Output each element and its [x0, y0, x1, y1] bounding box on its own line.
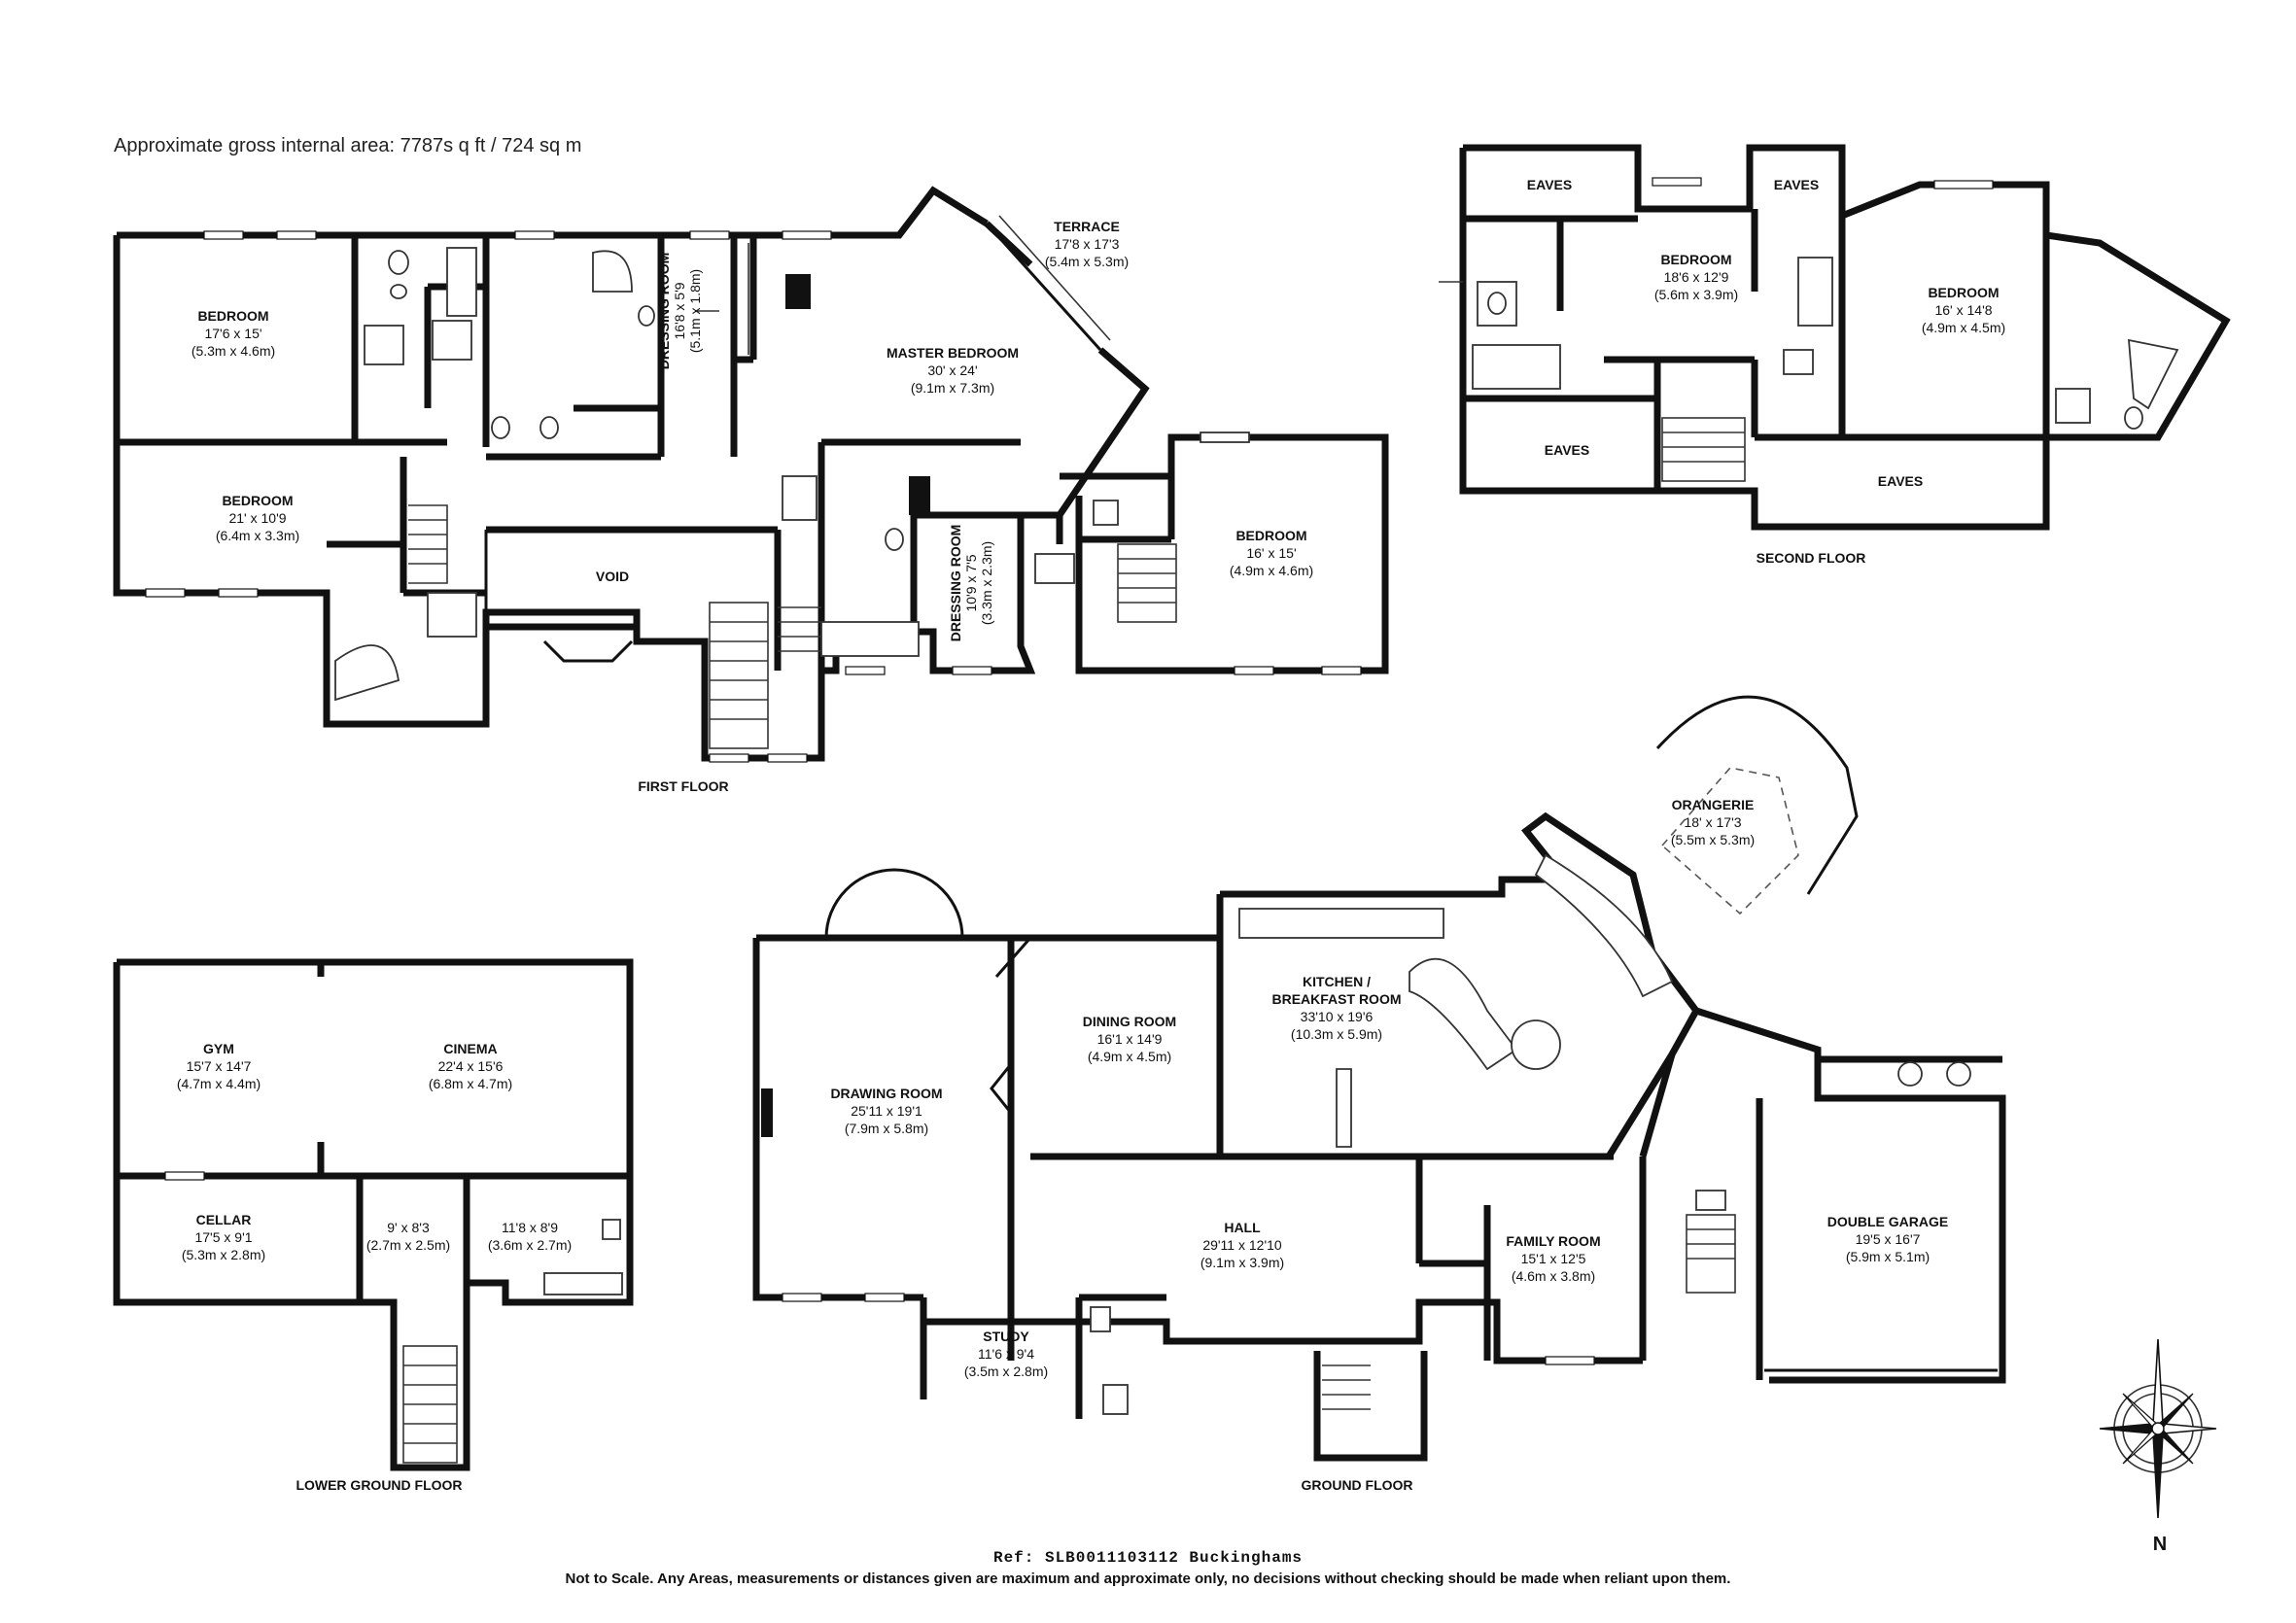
svg-text:(3.3m x 2.3m): (3.3m x 2.3m): [979, 541, 994, 625]
label-ff-bed1: BEDROOM: [197, 308, 268, 324]
svg-text:15'7 x 14'7: 15'7 x 14'7: [187, 1058, 252, 1074]
svg-text:(5.9m x 5.1m): (5.9m x 5.1m): [1846, 1249, 1930, 1264]
svg-text:(9.1m x 3.9m): (9.1m x 3.9m): [1200, 1255, 1284, 1270]
svg-text:(7.9m x 5.8m): (7.9m x 5.8m): [845, 1121, 928, 1136]
label-gf-drawing: DRAWING ROOM: [830, 1086, 942, 1101]
lower-ground-floor-labels: GYM 15'7 x 14'7 (4.7m x 4.4m) CINEMA 22'…: [177, 1041, 572, 1493]
svg-text:33'10 x 19'6: 33'10 x 19'6: [1301, 1009, 1374, 1024]
label-sf-bed2: BEDROOM: [1928, 285, 1999, 300]
svg-text:(4.9m x 4.6m): (4.9m x 4.6m): [1230, 563, 1313, 578]
svg-text:(5.6m x 3.9m): (5.6m x 3.9m): [1654, 287, 1738, 302]
svg-text:(2.7m x 2.5m): (2.7m x 2.5m): [366, 1237, 450, 1253]
svg-text:(4.6m x 3.8m): (4.6m x 3.8m): [1512, 1268, 1595, 1284]
first-floor-labels: BEDROOM 17'6 x 15' (5.3m x 4.6m) BEDROOM…: [191, 219, 1313, 794]
svg-text:(6.8m x 4.7m): (6.8m x 4.7m): [429, 1076, 512, 1091]
svg-text:(6.4m x 3.3m): (6.4m x 3.3m): [216, 528, 299, 543]
svg-text:30' x 24': 30' x 24': [927, 363, 977, 378]
svg-text:21' x 10'9: 21' x 10'9: [228, 510, 286, 526]
first-floor-plan: [113, 186, 1389, 763]
label-gf-kitchen: KITCHEN /: [1303, 974, 1371, 989]
svg-text:11'6 x 9'4: 11'6 x 9'4: [978, 1346, 1034, 1362]
floor-title-lower-ground: LOWER GROUND FLOOR: [296, 1477, 462, 1493]
compass-north-label: N: [2153, 1534, 2167, 1555]
svg-text:25'11 x 19'1: 25'11 x 19'1: [851, 1103, 922, 1119]
svg-text:(4.7m x 4.4m): (4.7m x 4.4m): [177, 1076, 261, 1091]
label-ff-master: MASTER BEDROOM: [887, 345, 1019, 361]
label-sf-eaves1: EAVES: [1527, 177, 1572, 192]
second-floor-plan: [1439, 144, 2231, 531]
svg-text:22'4 x 15'6: 22'4 x 15'6: [438, 1058, 504, 1074]
second-floor-labels: EAVES EAVES EAVES EAVES BEDROOM 18'6 x 1…: [1527, 177, 2005, 566]
label-gf-dining: DINING ROOM: [1083, 1014, 1176, 1029]
svg-text:10'9 x 7'5: 10'9 x 7'5: [963, 554, 979, 611]
label-sf-bed1: BEDROOM: [1660, 252, 1731, 267]
svg-text:17'8 x 17'3: 17'8 x 17'3: [1055, 236, 1120, 252]
svg-text:16'1 x 14'9: 16'1 x 14'9: [1097, 1031, 1163, 1047]
svg-text:(4.9m x 4.5m): (4.9m x 4.5m): [1088, 1049, 1171, 1064]
svg-text:(4.9m x 4.5m): (4.9m x 4.5m): [1922, 320, 2005, 335]
floor-title-second: SECOND FLOOR: [1757, 550, 1866, 566]
lower-ground-floor-plan: [113, 958, 634, 1471]
ground-floor-labels: ORANGERIE 18' x 17'3 (5.5m x 5.3m) KITCH…: [830, 797, 1948, 1493]
svg-text:18'6 x 12'9: 18'6 x 12'9: [1664, 269, 1729, 285]
svg-text:(5.4m x 5.3m): (5.4m x 5.3m): [1045, 254, 1129, 269]
svg-text:16' x 14'8: 16' x 14'8: [1934, 302, 1992, 318]
svg-text:(3.5m x 2.8m): (3.5m x 2.8m): [964, 1364, 1048, 1379]
svg-text:(5.3m x 4.6m): (5.3m x 4.6m): [191, 343, 275, 359]
label-lg-cinema: CINEMA: [443, 1041, 497, 1056]
label-gf-family: FAMILY ROOM: [1506, 1233, 1600, 1249]
svg-text:(5.1m x 1.8m): (5.1m x 1.8m): [687, 269, 703, 353]
disclaimer-text: Not to Scale. Any Areas, measurements or…: [565, 1571, 1731, 1587]
svg-text:(9.1m x 7.3m): (9.1m x 7.3m): [911, 380, 994, 396]
label-ff-bed3: BEDROOM: [1235, 528, 1306, 543]
svg-text:16'8 x 5'9: 16'8 x 5'9: [672, 282, 687, 339]
svg-text:(5.3m x 2.8m): (5.3m x 2.8m): [182, 1247, 265, 1262]
svg-text:18' x 17'3: 18' x 17'3: [1684, 814, 1741, 830]
svg-text:17'6 x 15': 17'6 x 15': [204, 326, 261, 341]
svg-text:BREAKFAST ROOM: BREAKFAST ROOM: [1272, 991, 1402, 1007]
svg-text:19'5 x 16'7: 19'5 x 16'7: [1856, 1231, 1921, 1247]
label-lg-store1: 9' x 8'3: [387, 1220, 430, 1235]
label-gf-study: STUDY: [983, 1329, 1029, 1344]
label-ff-void: VOID: [596, 569, 629, 584]
label-lg-store2: 11'8 x 8'9: [502, 1220, 558, 1235]
ground-floor-plan: [752, 695, 2006, 1462]
label-ff-dressing1: DRESSING ROOM: [656, 253, 672, 370]
label-gf-orangerie: ORANGERIE: [1672, 797, 1755, 812]
label-sf-eaves4: EAVES: [1878, 473, 1923, 489]
label-sf-eaves3: EAVES: [1545, 442, 1589, 458]
label-lg-gym: GYM: [203, 1041, 234, 1056]
svg-text:16' x 15': 16' x 15': [1246, 545, 1296, 561]
floor-title-first: FIRST FLOOR: [638, 778, 728, 794]
svg-text:15'1 x 12'5: 15'1 x 12'5: [1521, 1251, 1586, 1266]
floor-title-ground: GROUND FLOOR: [1301, 1477, 1412, 1493]
label-sf-eaves2: EAVES: [1774, 177, 1819, 192]
label-ff-dressing2: DRESSING ROOM: [948, 525, 963, 642]
svg-text:17'5 x 9'1: 17'5 x 9'1: [194, 1229, 252, 1245]
label-ff-terrace: TERRACE: [1054, 219, 1120, 234]
label-lg-cellar: CELLAR: [196, 1212, 252, 1227]
svg-text:(10.3m x 5.9m): (10.3m x 5.9m): [1291, 1026, 1382, 1042]
gross-area-text: Approximate gross internal area: 7787s q…: [114, 135, 582, 156]
label-gf-garage: DOUBLE GARAGE: [1827, 1214, 1948, 1229]
label-gf-hall: HALL: [1224, 1220, 1261, 1235]
compass-rose-icon: N: [2099, 1338, 2217, 1555]
reference-number: Ref: SLB0011103112 Buckinghams: [992, 1549, 1304, 1567]
svg-text:(5.5m x 5.3m): (5.5m x 5.3m): [1671, 832, 1755, 847]
svg-text:29'11 x 12'10: 29'11 x 12'10: [1202, 1237, 1282, 1253]
label-ff-bed2: BEDROOM: [222, 493, 293, 508]
svg-text:(3.6m x 2.7m): (3.6m x 2.7m): [488, 1237, 572, 1253]
